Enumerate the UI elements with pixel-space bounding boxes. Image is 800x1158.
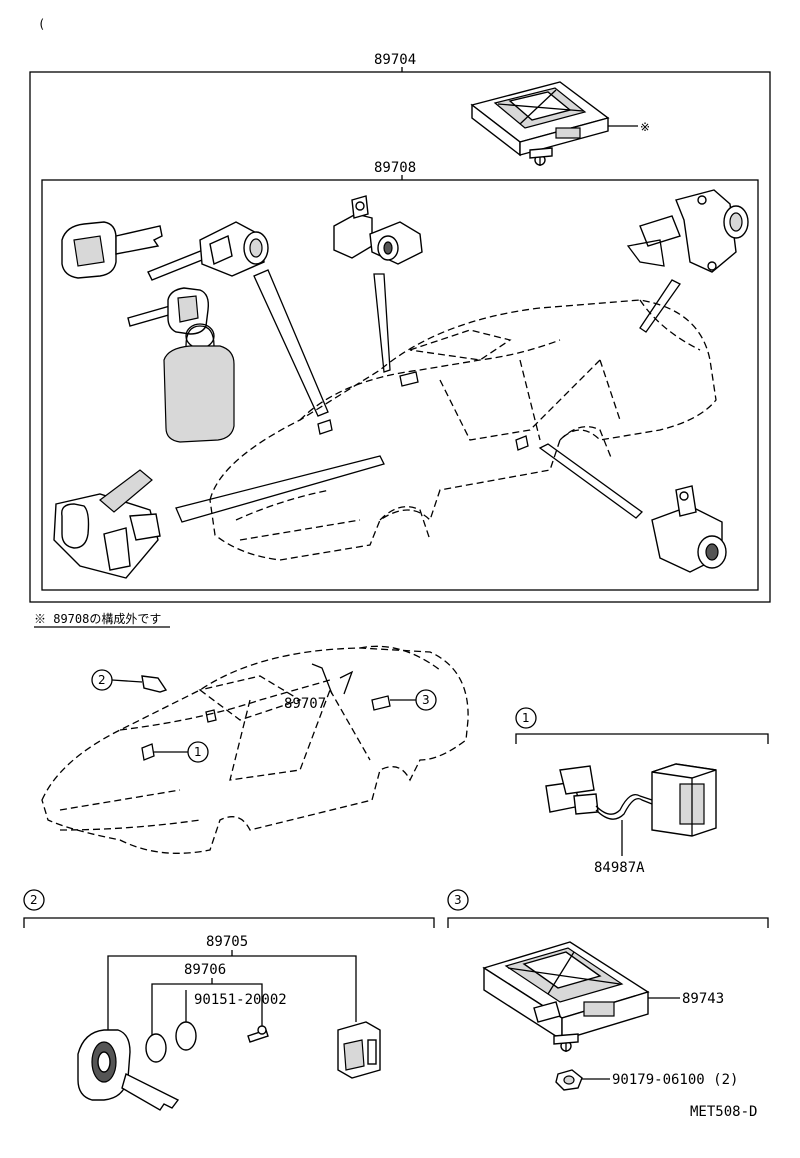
section-2-bracket [23, 917, 435, 928]
trunk-lock-cylinder [626, 189, 749, 273]
section-1-relay: 1 84987A [515, 707, 769, 876]
door-lock-cylinder-bottom [651, 485, 727, 573]
label-90179-06100: 90179-06100 (2) [612, 1072, 738, 1088]
hood-lock-assembly [53, 469, 161, 579]
car-view-89707: 2 1 3 89707 [41, 645, 469, 854]
section-2-keys: 2 89705 89706 90151-20002 [23, 889, 435, 1111]
section-1-bracket [515, 733, 769, 744]
transmitter-module [337, 1021, 381, 1079]
section-1-callout [515, 707, 537, 729]
security-ecu-module [470, 81, 638, 166]
figure-code: MET508-D [690, 1104, 757, 1120]
label-89743: 89743 [682, 991, 724, 1007]
inner-frame-89708 [41, 179, 759, 591]
callout-3-text: 3 [422, 693, 430, 707]
section-3-bracket [447, 917, 769, 928]
callout-1-text: 1 [194, 745, 202, 759]
battery-disc-1 [145, 1033, 167, 1063]
label-89706: 89706 [184, 962, 226, 978]
leader-bands-top [175, 269, 681, 523]
section-1-callout-text: 1 [522, 711, 530, 725]
section-3-callout-text: 3 [454, 893, 462, 907]
section-3-callout [447, 889, 469, 911]
screw-icon [247, 1025, 269, 1043]
car-outline-top [209, 299, 717, 561]
exclusion-note: ※ 89708の構成外です [34, 612, 161, 626]
callout-2-text: 2 [98, 673, 106, 687]
section-2-callout [23, 889, 45, 911]
ignition-key-icon [61, 221, 163, 279]
battery-disc-2 [175, 1021, 197, 1051]
label-89708: 89708 [374, 160, 416, 176]
ignition-lock-cylinder [147, 221, 269, 281]
label-90151-20002: 90151-20002 [194, 992, 287, 1008]
label-89707: 89707 [284, 696, 326, 712]
label-89704: 89704 [374, 52, 416, 68]
door-lock-cylinder-top [333, 195, 423, 265]
section-2-callout-text: 2 [30, 893, 38, 907]
group-89704: 89704 ※ 89708 [29, 52, 771, 603]
key-with-tag-icon [127, 287, 235, 443]
label-89705: 89705 [206, 934, 248, 950]
section-3-ecu: 3 89743 90179-06100 (2) [447, 889, 769, 1091]
nut-icon [555, 1069, 583, 1091]
note-marker-89704: ※ [640, 120, 650, 134]
outer-frame-89704 [29, 71, 771, 603]
corner-mark: ( [38, 17, 45, 31]
label-84987A: 84987A [594, 860, 645, 876]
remote-key-icon [77, 1029, 180, 1111]
